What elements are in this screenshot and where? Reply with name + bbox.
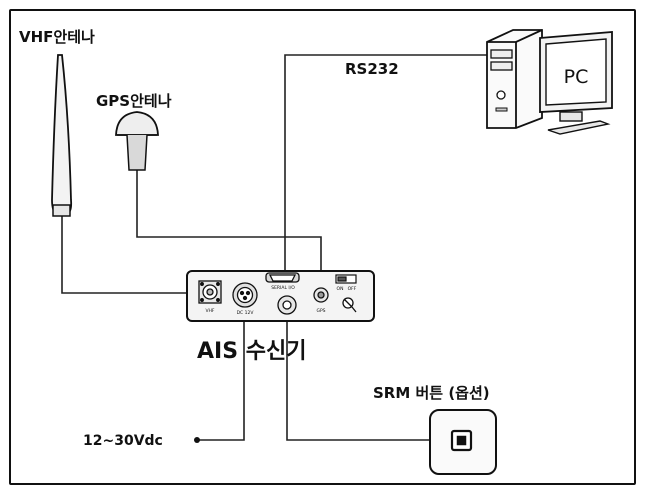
vhf-cable bbox=[61, 215, 197, 294]
vhf-antenna-label: VHF안테나 bbox=[19, 28, 95, 46]
srm-button-icon bbox=[429, 409, 497, 475]
power-terminal-dot bbox=[194, 437, 200, 443]
gps-port-label: GPS bbox=[316, 308, 325, 314]
srm-button-label: SRM 버튼 (옵션) bbox=[373, 384, 490, 402]
power-label: 12~30Vdc bbox=[83, 433, 163, 449]
switch-on-label: ON bbox=[337, 286, 344, 292]
power-cable bbox=[199, 316, 245, 441]
power-port-label: DC 12V bbox=[237, 310, 255, 316]
gps-antenna-label: GPS안테나 bbox=[96, 92, 172, 110]
switch-off-label: OFF bbox=[348, 286, 357, 292]
serial-port-label: SERIAL I/O bbox=[271, 285, 295, 291]
rs232-cable bbox=[284, 54, 487, 270]
pc-icon bbox=[486, 29, 613, 135]
diagram-frame bbox=[9, 9, 636, 485]
vhf-port bbox=[198, 280, 222, 304]
power-port bbox=[232, 282, 258, 308]
wires bbox=[61, 54, 487, 441]
ais-receiver-device: VHF DC 12V SERIAL I/O GPS ON OFF bbox=[186, 270, 375, 322]
serial-port bbox=[265, 272, 300, 283]
rs232-label: RS232 bbox=[345, 60, 399, 78]
vhf-port-label: VHF bbox=[205, 308, 214, 314]
fuse-holder bbox=[342, 297, 357, 313]
gps-cable bbox=[136, 170, 322, 285]
vhf-antenna-icon bbox=[51, 54, 73, 217]
ais-receiver-label: AIS 수신기 bbox=[197, 339, 306, 364]
srm-cable bbox=[286, 315, 430, 441]
pc-label: PC bbox=[564, 66, 589, 88]
gps-port bbox=[313, 287, 329, 303]
power-switch bbox=[335, 274, 357, 284]
gps-antenna-icon bbox=[115, 111, 159, 171]
srm-port bbox=[277, 295, 297, 315]
